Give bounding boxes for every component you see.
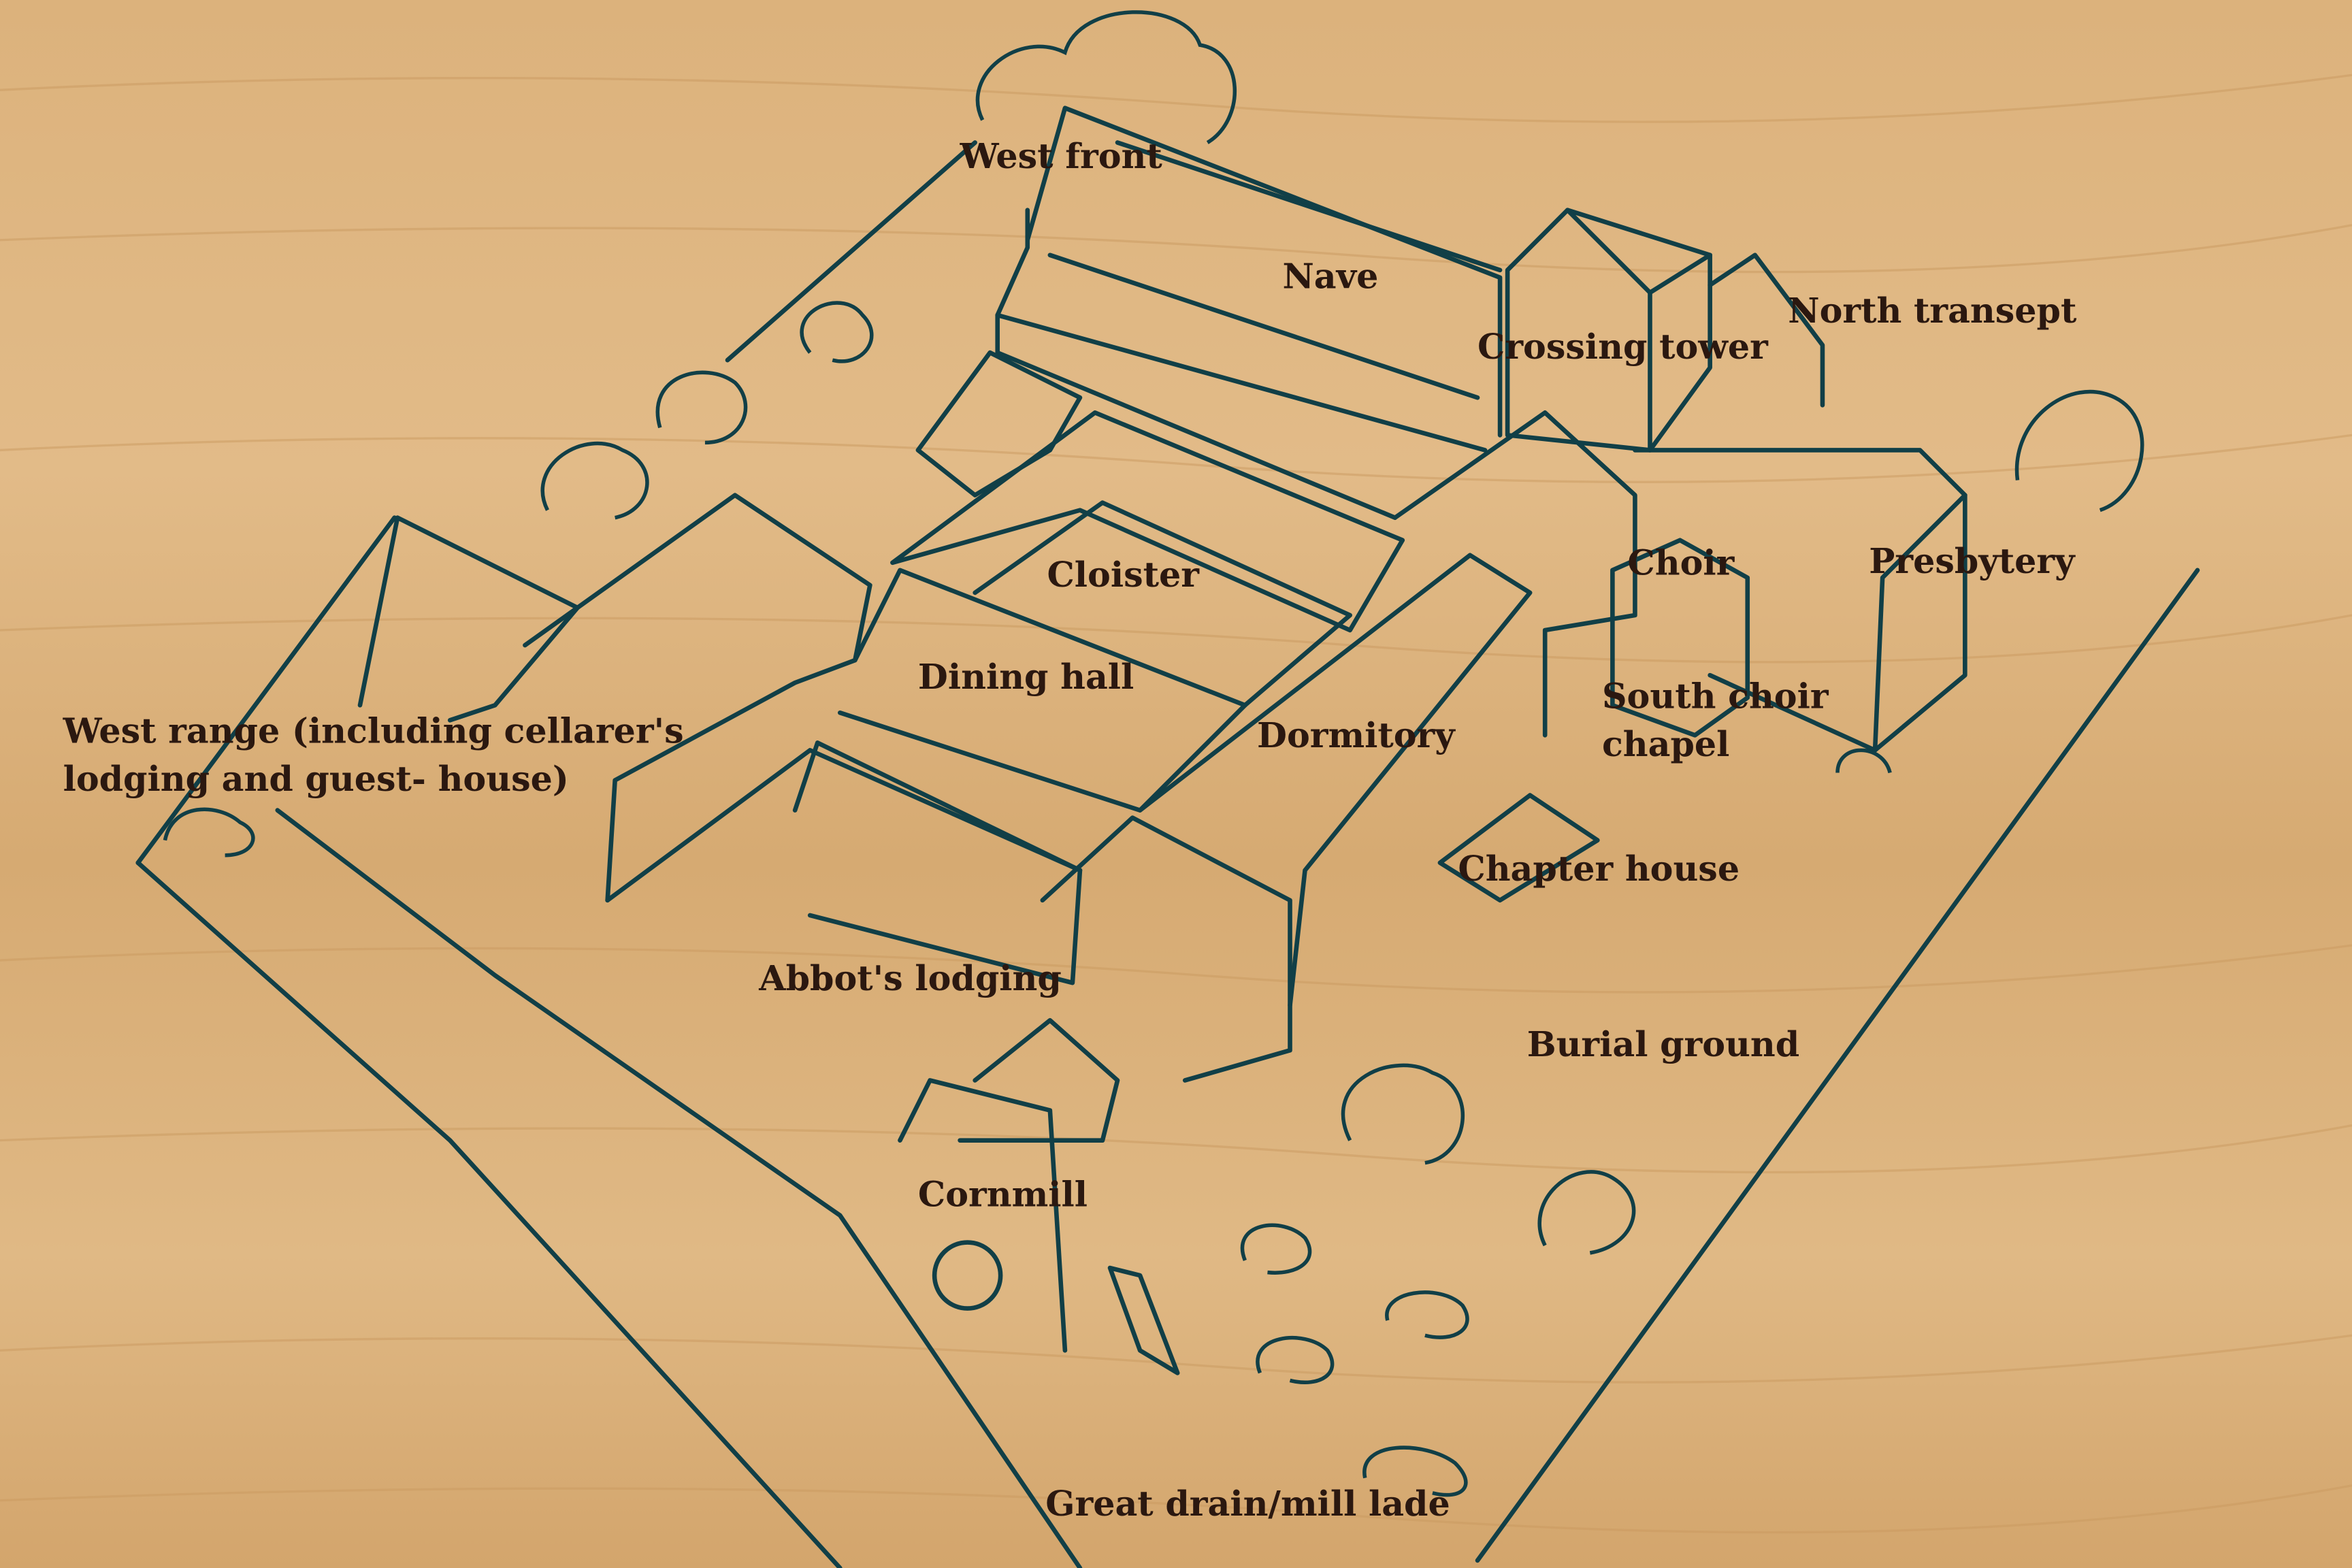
label-nave: Nave — [1282, 255, 1378, 296]
label-dormitory: Dormitory — [1257, 715, 1456, 755]
labels: West front Nave Crossing tower North tra… — [63, 135, 2077, 1524]
label-presbytery: Presbytery — [1869, 540, 2076, 581]
label-cornmill: Cornmill — [918, 1174, 1088, 1215]
label-chapter-house: Chapter house — [1458, 848, 1740, 889]
label-west-front: West front — [960, 135, 1163, 176]
church-buildings — [995, 105, 1967, 753]
cloister-buildings — [357, 350, 1600, 1375]
label-south-choir-chapel-2: chapel — [1602, 723, 1729, 764]
site-outline — [135, 140, 2200, 1568]
label-crossing-tower: Crossing tower — [1477, 326, 1769, 367]
label-abbots-lodging: Abbot's lodging — [758, 958, 1062, 998]
label-west-range: West range (including cellarer's — [63, 710, 684, 751]
label-south-choir-chapel: South choir — [1602, 676, 1829, 717]
trees — [163, 10, 2144, 1497]
label-north-transept: North transept — [1788, 290, 2077, 331]
label-west-range-2: lodging and guest- house) — [63, 758, 569, 799]
label-choir: Choir — [1627, 542, 1735, 583]
wood-grain — [0, 74, 2352, 1534]
label-great-drain: Great drain/mill lade — [1045, 1483, 1450, 1524]
label-dining-hall: Dining hall — [918, 656, 1134, 697]
label-burial-ground: Burial ground — [1527, 1024, 1799, 1064]
label-cloister: Cloister — [1047, 554, 1200, 595]
